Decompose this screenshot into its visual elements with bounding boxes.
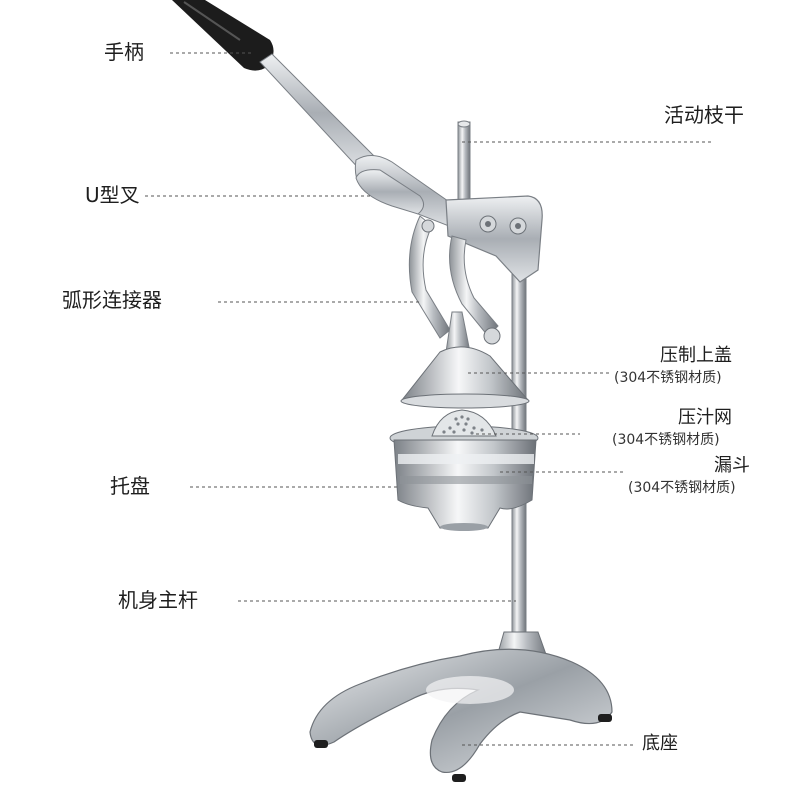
label-connector: 弧形连接器 <box>62 288 162 312</box>
leader-lines <box>145 52 712 746</box>
press-cover-part <box>400 311 530 409</box>
label-lever: 活动枝干 <box>664 103 744 127</box>
label-funnel: 漏斗 <box>714 455 750 476</box>
head-bracket <box>445 195 543 283</box>
handle-part <box>172 0 274 71</box>
label-funnel-material: (304不锈钢材质) <box>628 480 736 496</box>
lever-arm <box>259 53 459 229</box>
label-strainer: 压汁网 <box>678 407 732 428</box>
base-part <box>309 631 613 782</box>
label-base: 底座 <box>642 733 678 754</box>
label-fork: U型叉 <box>85 183 140 207</box>
label-main-rod: 机身主杆 <box>118 588 198 612</box>
label-tray: 托盘 <box>110 474 150 498</box>
u-fork-part <box>355 169 424 215</box>
label-press-cover: 压制上盖 <box>660 345 732 366</box>
funnel-tray-part <box>393 439 537 531</box>
label-handle: 手柄 <box>104 40 144 64</box>
label-press-cover-material: (304不锈钢材质) <box>614 370 722 386</box>
label-strainer-material: (304不锈钢材质) <box>612 432 720 448</box>
